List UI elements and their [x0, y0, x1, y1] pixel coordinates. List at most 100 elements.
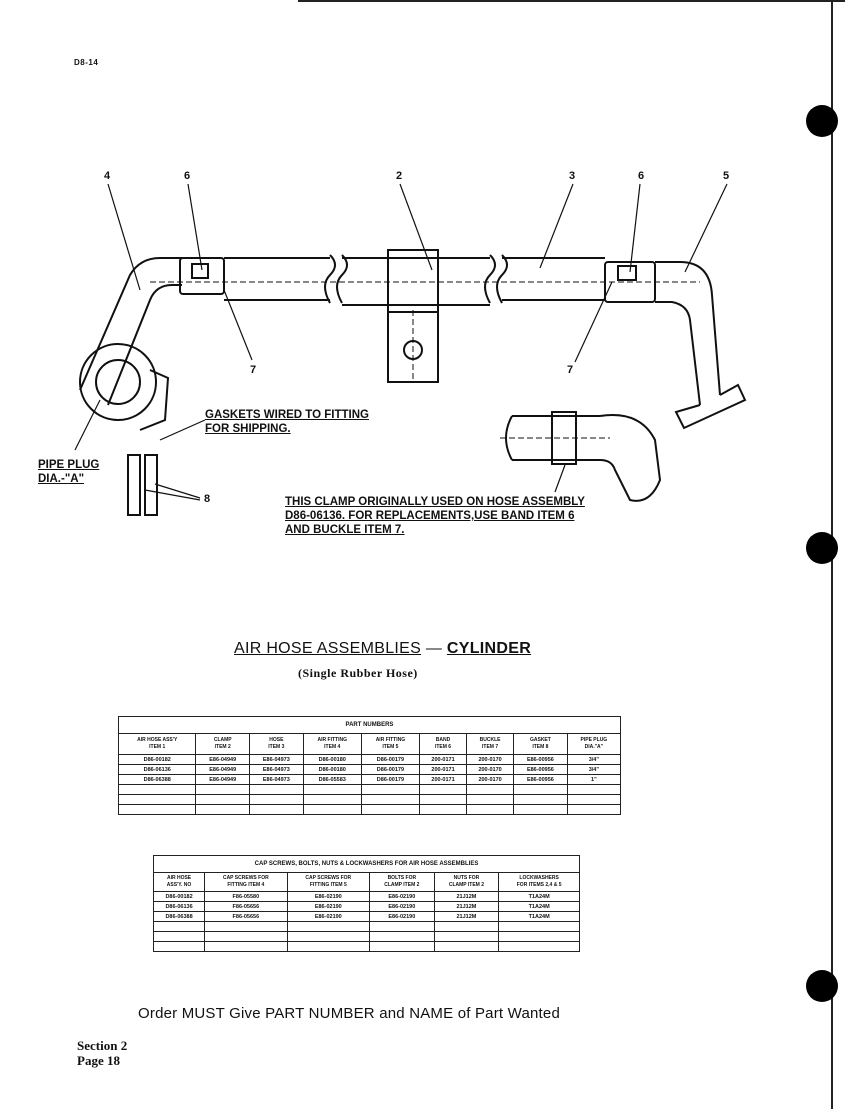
- table-cell: [286, 941, 371, 952]
- callout-item-7-left: 7: [250, 364, 257, 376]
- table-cell: [302, 794, 362, 805]
- table-cell: [249, 794, 304, 805]
- table-cell: D86-06136: [152, 901, 206, 912]
- table-cell: [513, 784, 568, 795]
- table-cell: E86-04949: [195, 754, 251, 765]
- table-cell: F86-05580: [204, 891, 288, 902]
- gaskets-note: GASKETS WIRED TO FITTING FOR SHIPPING.: [205, 409, 369, 435]
- table-cell: E86-02190: [286, 901, 371, 912]
- table-row-blank: [117, 804, 622, 815]
- table-cell: [513, 804, 568, 815]
- table-cell: D86-06388: [117, 774, 197, 785]
- table-cell: 200-0170: [466, 754, 515, 765]
- table-cell: [418, 804, 468, 815]
- table-cell: E86-02190: [286, 911, 371, 922]
- table-cell: D86-00182: [152, 891, 206, 902]
- callout-item-2: 2: [396, 170, 403, 182]
- table-cell: [433, 921, 500, 932]
- table-cell: [498, 941, 580, 952]
- table-cell: [433, 931, 500, 942]
- table-cell: D86-00182: [117, 754, 197, 765]
- table-cell: [152, 921, 206, 932]
- table-cell: [117, 784, 197, 795]
- hose-assembly-drawing: [74, 183, 747, 516]
- table-cell: T1A24M: [498, 911, 580, 922]
- left-elbow-inner: [107, 284, 182, 406]
- table-cell: F86-05656: [204, 901, 288, 912]
- table-cell: 21J12M: [433, 911, 500, 922]
- table-cell: E86-04973: [249, 754, 304, 765]
- table-cell: E86-04949: [195, 774, 251, 785]
- table-cell: [204, 941, 288, 952]
- table-cell: D86-06136: [117, 764, 197, 775]
- order-instruction: Order MUST Give PART NUMBER and NAME of …: [138, 1005, 560, 1022]
- table-cell: 200-0171: [418, 754, 468, 765]
- table-cell: [418, 794, 468, 805]
- callout-item-7-right: 7: [567, 364, 574, 376]
- table-cell: [369, 931, 435, 942]
- right-elbow-outer: [655, 261, 721, 396]
- table-cell: [360, 784, 421, 795]
- document-code: D8-14: [74, 58, 99, 67]
- table-row-blank: [152, 941, 580, 952]
- table-cell: T1A24M: [498, 891, 580, 902]
- table-cell: [566, 804, 622, 815]
- table-cell: 21J12M: [433, 901, 500, 912]
- left-band-clamp: [179, 257, 225, 295]
- table-cell: [195, 784, 251, 795]
- table-cell: [360, 794, 421, 805]
- table-cell: [249, 804, 304, 815]
- table-cell: [513, 794, 568, 805]
- table-cell: [195, 804, 251, 815]
- table-cell: D86-00179: [360, 764, 421, 775]
- table-cell: 3/4": [566, 754, 622, 765]
- table-cell: [152, 931, 206, 942]
- table-cell: [466, 784, 515, 795]
- table-cell: [369, 921, 435, 932]
- clamp-replacement-note: THIS CLAMP ORIGINALLY USED ON HOSE ASSEM…: [285, 496, 585, 536]
- table-cell: [360, 804, 421, 815]
- table-cell: [369, 941, 435, 952]
- callout-item-6-left: 6: [184, 170, 191, 182]
- detail-elbow: [599, 414, 662, 502]
- table-cell: E86-02190: [369, 891, 435, 902]
- table-cell: [466, 794, 515, 805]
- table-cell: D86-00180: [302, 764, 362, 775]
- page-footer: Section 2 Page 18: [77, 1038, 127, 1068]
- table-cell: [302, 784, 362, 795]
- binder-hole-middle: [806, 532, 838, 564]
- table-cell: [117, 804, 197, 815]
- table-cell: [249, 784, 304, 795]
- table-cell: E86-00956: [513, 754, 568, 765]
- table-cell: 200-0170: [466, 774, 515, 785]
- table-cell: E86-00956: [513, 764, 568, 775]
- table-cell: 200-0170: [466, 764, 515, 775]
- table-cell: [286, 931, 371, 942]
- table-caption: CAP SCREWS, BOLTS, NUTS & LOCKWASHERS FO…: [153, 855, 580, 873]
- table-cell: [566, 784, 622, 795]
- callout-item-8: 8: [204, 493, 211, 505]
- table-row-blank: [152, 931, 580, 942]
- table-cell: [195, 794, 251, 805]
- binder-hole-bottom: [806, 970, 838, 1002]
- table-cell: [433, 941, 500, 952]
- table-cell: 3/4": [566, 764, 622, 775]
